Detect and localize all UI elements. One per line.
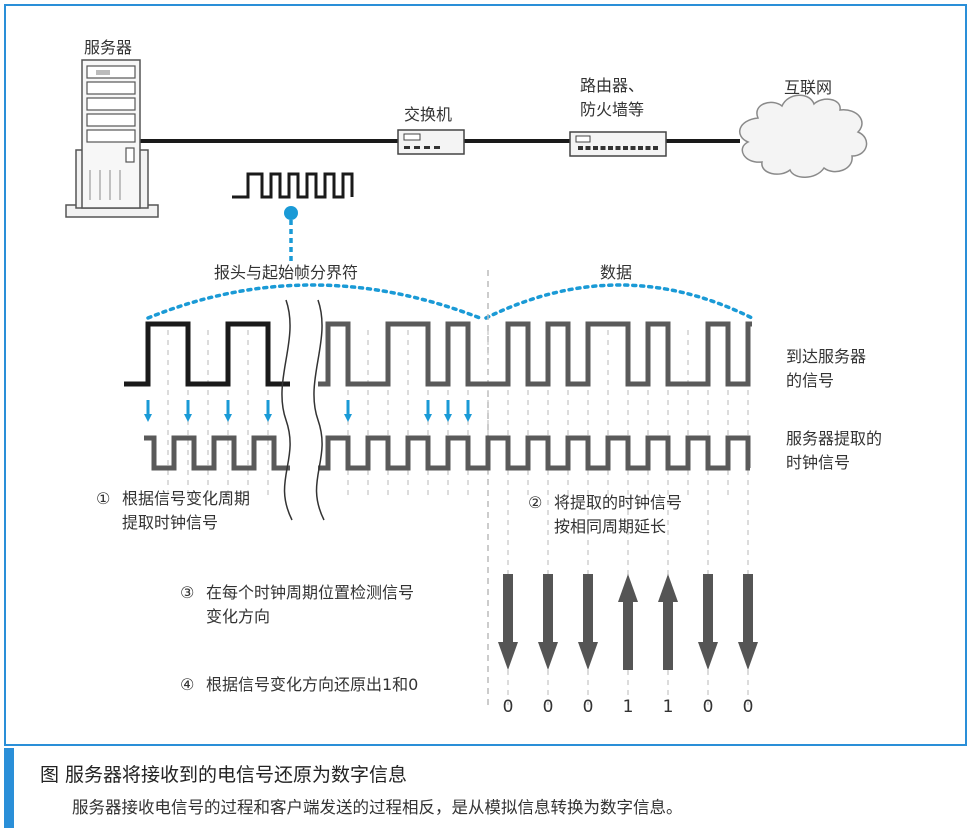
step2-text-line1: 将提取的时钟信号 (554, 493, 683, 512)
bit-value: 1 (623, 697, 634, 717)
extraction-arrow-head (144, 414, 152, 422)
clock-signal-left (144, 435, 290, 471)
router-port (623, 146, 628, 150)
extraction-arrow-head (444, 414, 452, 422)
step1-number: ① (96, 489, 111, 508)
caption-accent-bar (4, 748, 14, 828)
down-arrow-icon (498, 642, 518, 670)
down-arrow-icon (738, 642, 758, 670)
internet-cloud-icon (738, 94, 868, 178)
switch-label: 交换机 (404, 105, 453, 124)
router-port (585, 146, 591, 150)
step2-number: ② (528, 493, 543, 512)
step3-text-line2: 变化方向 (206, 607, 271, 626)
router-port (630, 146, 636, 150)
diagram-frame (4, 4, 967, 746)
step2-text-line2: 按相同周期延长 (554, 517, 667, 536)
step1-text-line1: 根据信号变化周期 (122, 489, 251, 508)
bit-values: 0 0 0 1 1 0 0 (503, 697, 754, 717)
direction-arrows (498, 574, 758, 670)
router-port (615, 146, 621, 150)
internet-label: 互联网 (784, 78, 833, 97)
bit-value: 0 (743, 697, 754, 717)
signal-icon (232, 172, 354, 199)
server-icon (65, 59, 159, 218)
up-arrow-icon (618, 574, 638, 602)
bit-value: 0 (583, 697, 594, 717)
router-port (593, 146, 598, 150)
bit-value: 1 (663, 697, 674, 717)
step1-text-line2: 提取时钟信号 (122, 513, 219, 532)
down-arrow-shaft (503, 574, 513, 644)
down-arrow-shaft (583, 574, 593, 644)
down-arrow-icon (538, 642, 558, 670)
magnify-point (284, 206, 298, 220)
data-label: 数据 (600, 263, 633, 282)
down-arrow-shaft (703, 574, 713, 644)
received-signal-preamble (124, 321, 290, 387)
router-label-line1: 路由器、 (580, 76, 645, 95)
router-port (578, 146, 583, 150)
router-port (638, 146, 643, 150)
extraction-arrow-head (424, 414, 432, 422)
clock-signal-right (318, 435, 751, 471)
down-arrow-icon (578, 642, 598, 670)
router-port (608, 146, 613, 150)
up-arrow-shaft (623, 600, 633, 670)
extraction-arrow-head (224, 414, 232, 422)
router-icon (569, 131, 667, 157)
down-arrow-shaft (543, 574, 553, 644)
step3-number: ③ (180, 583, 195, 602)
down-arrow-icon (698, 642, 718, 670)
received-signal-data (318, 321, 752, 387)
extraction-arrow-head (264, 414, 272, 422)
router-label-line2: 防火墙等 (580, 100, 645, 119)
switch-icon (397, 129, 465, 155)
bit-value: 0 (543, 697, 554, 717)
router-port (645, 146, 651, 150)
extraction-arrow-head (184, 414, 192, 422)
arrive-signal-label-line1: 到达服务器 (786, 347, 867, 366)
preamble-brace (146, 283, 482, 320)
bit-value: 0 (703, 697, 714, 717)
server-label: 服务器 (84, 38, 133, 57)
timing-guides (167, 330, 749, 712)
figure-caption-description: 服务器接收电信号的过程和客户端发送的过程相反，是从模拟信息转换为数字信息。 (72, 798, 683, 817)
extraction-arrows (144, 400, 472, 422)
down-arrow-shaft (743, 574, 753, 644)
step3-text-line1: 在每个时钟周期位置检测信号 (206, 583, 415, 602)
extraction-arrow-head (344, 414, 352, 422)
step4-number: ④ (180, 675, 195, 694)
up-arrow-shaft (663, 600, 673, 670)
step4-text-line1: 根据信号变化方向还原出1和0 (206, 675, 419, 694)
extraction-arrow-head (464, 414, 472, 422)
data-brace (484, 283, 754, 320)
break-line-left (281, 299, 293, 521)
arrive-signal-label-line2: 的信号 (786, 371, 835, 390)
bit-value: 0 (503, 697, 514, 717)
clock-label-line2: 时钟信号 (786, 453, 851, 472)
figure-caption-title: 图 服务器将接收到的电信号还原为数字信息 (40, 764, 408, 786)
preamble-label: 报头与起始帧分界符 (214, 263, 359, 282)
router-port (600, 146, 606, 150)
clock-label-line1: 服务器提取的 (786, 429, 883, 448)
router-port (653, 146, 658, 150)
break-line-right (313, 299, 325, 521)
up-arrow-icon (658, 574, 678, 602)
